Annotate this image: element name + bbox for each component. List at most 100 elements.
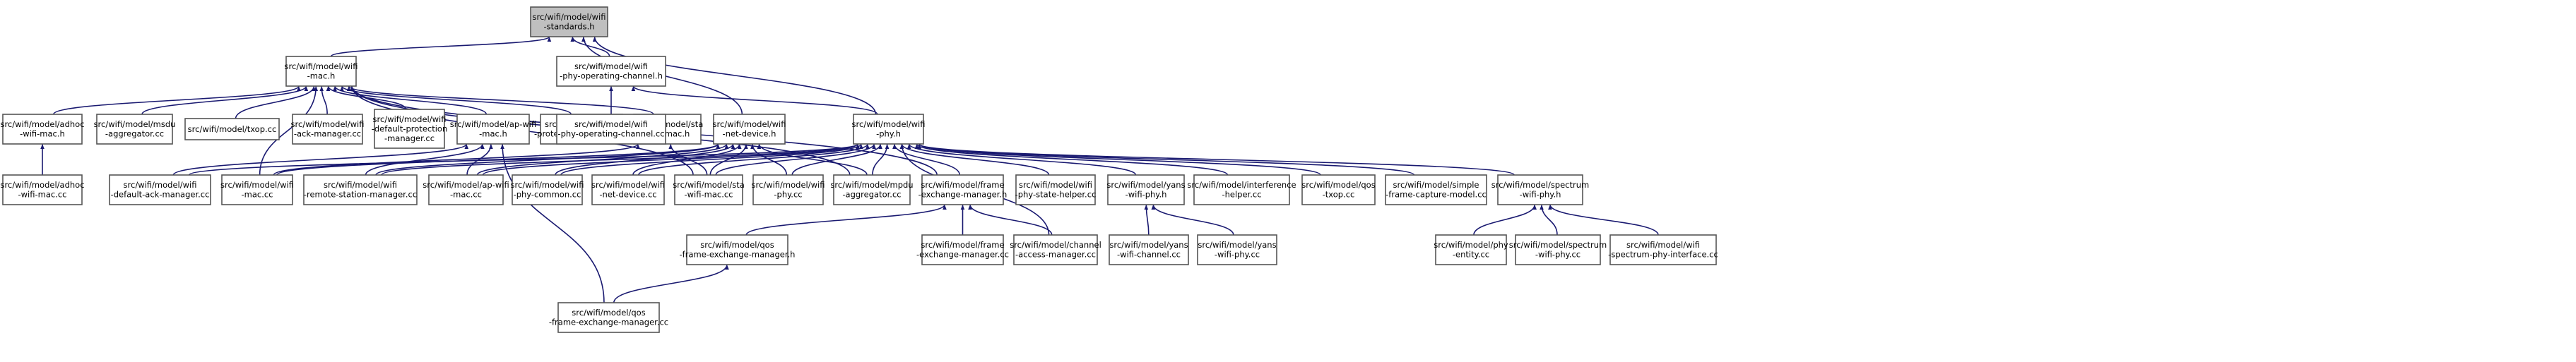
node-qos-fem-cc[interactable]: src/wifi/model/qos-frame-exchange-manage… — [549, 302, 668, 333]
node-standards[interactable]: src/wifi/model/wifi-standards.h — [530, 6, 608, 37]
node-box — [512, 174, 583, 205]
node-box — [1435, 234, 1507, 265]
node-label: -phy-common.cc — [514, 190, 581, 200]
node-label: -exchange-manager.h — [918, 190, 1008, 200]
node-sta-mac-cc[interactable]: src/wifi/model/sta-wifi-mac.cc — [673, 174, 745, 205]
edge-sta-mac-cc-to-phy-h — [715, 143, 876, 176]
node-label: src/wifi/model/wifi — [852, 119, 926, 129]
node-fem-cc[interactable]: src/wifi/model/frame-exchange-manager.cc — [916, 234, 1009, 265]
node-label: -net-device.h — [723, 129, 776, 139]
edge-mpdu-agg-to-net-dev-h — [757, 143, 868, 176]
node-interf[interactable]: src/wifi/model/interference-helper.cc — [1187, 174, 1296, 205]
node-label: src/wifi/model/simple — [1393, 180, 1479, 190]
node-yans-phy-h[interactable]: src/wifi/model/yans-wifi-phy.h — [1106, 174, 1186, 205]
node-txop-cc[interactable]: src/wifi/model/txop.cc — [184, 118, 280, 140]
node-label: -wifi-channel.cc — [1117, 250, 1181, 260]
edge-spec-phy-h-to-phy-h — [917, 143, 1515, 176]
node-box — [2, 114, 83, 145]
node-label: src/wifi/model/channel — [1010, 240, 1101, 250]
node-adhoc-mac-cc[interactable]: src/wifi/model/adhoc-wifi-mac.cc — [0, 174, 85, 205]
node-label: -ack-manager.cc — [294, 129, 361, 139]
node-box — [184, 118, 280, 140]
node-label: src/wifi/model/frame — [921, 180, 1004, 190]
edge-phy-cc-to-phy-h — [791, 143, 882, 176]
node-label: -phy.h — [876, 129, 901, 139]
edge-ch-access-to-fem-h — [968, 204, 1053, 236]
node-label: -mac.h — [479, 129, 507, 139]
node-mac-cc[interactable]: src/wifi/model/wifi-mac.cc — [220, 174, 294, 205]
edge-qos-fem-h-to-fem-h — [745, 204, 947, 236]
node-label: -wifi-phy.h — [1125, 190, 1167, 200]
edge-interf-to-phy-h — [914, 143, 1229, 176]
node-spec-phy-cc[interactable]: src/wifi/model/spectrum-wifi-phy.cc — [1509, 234, 1607, 265]
node-ap-mac-cc[interactable]: src/wifi/model/ap-wifi-mac.cc — [423, 174, 509, 205]
node-def-prot[interactable]: src/wifi/model/wifi-default-protection-m… — [372, 109, 448, 149]
node-label: -txop.cc — [1323, 190, 1355, 200]
node-box — [1301, 174, 1376, 205]
node-box — [752, 174, 824, 205]
node-ack-mgr[interactable]: src/wifi/model/wifi-ack-manager.cc — [291, 114, 365, 145]
node-label: -aggregator.cc — [105, 129, 164, 139]
edge-yans-phy-cc-to-yans-phy-h — [1151, 204, 1234, 236]
node-yans-ch[interactable]: src/wifi/model/yans-wifi-channel.cc — [1109, 234, 1189, 265]
node-label: -access-manager.cc — [1015, 250, 1096, 260]
node-label: src/wifi/model/wifi — [291, 119, 365, 129]
node-phy-common[interactable]: src/wifi/model/wifi-phy-common.cc — [511, 174, 584, 205]
edge-qos-fem-cc-to-qos-fem-h — [613, 264, 729, 303]
node-label: -mac.cc — [241, 190, 273, 200]
node-yans-phy-cc[interactable]: src/wifi/model/yans-wifi-phy.cc — [1197, 234, 1277, 265]
node-phy-h[interactable]: src/wifi/model/wifi-phy.h — [852, 114, 926, 145]
edge-ap-mac-cc-to-phy-h — [482, 143, 860, 176]
node-label: src/wifi/model/qos — [700, 240, 774, 250]
node-label: src/wifi/model/wifi — [574, 61, 648, 71]
edge-phy-entity-to-spec-phy-h — [1473, 204, 1537, 236]
node-label: src/wifi/model/wifi — [591, 180, 665, 190]
node-ap-mac-h[interactable]: src/wifi/model/ap-wifi-mac.h — [450, 114, 536, 145]
edge-txop-cc-to-mac-h — [235, 85, 317, 119]
node-ch-access[interactable]: src/wifi/model/channel-access-manager.cc — [1010, 234, 1101, 265]
node-label: src/wifi/model/yans — [1106, 180, 1185, 190]
node-mpdu-agg[interactable]: src/wifi/model/mpdu-aggregator.cc — [830, 174, 914, 205]
node-label: -frame-capture-model.cc — [1386, 190, 1487, 200]
node-adhoc-mac-h[interactable]: src/wifi/model/adhoc-wifi-mac.h — [0, 114, 85, 145]
node-mac-h[interactable]: src/wifi/model/wifi-mac.h — [285, 56, 358, 87]
node-box — [853, 114, 924, 145]
node-net-dev-h[interactable]: src/wifi/model/wifi-net-device.h — [713, 114, 786, 145]
node-phy-op-ch-cc[interactable]: src/wifi/model/wifi-phy-operating-channe… — [556, 114, 666, 145]
node-phy-cc[interactable]: src/wifi/model/wifi-phy.cc — [752, 174, 825, 205]
node-label: src/wifi/model/sta — [673, 180, 745, 190]
node-box — [1193, 174, 1290, 205]
edge-spec-phy-cc-to-spec-phy-h — [1540, 204, 1558, 236]
node-net-dev-cc[interactable]: src/wifi/model/wifi-net-device.cc — [591, 174, 665, 205]
node-qos-fem-h[interactable]: src/wifi/model/qos-frame-exchange-manage… — [680, 234, 796, 265]
node-label: src/wifi/model/qos — [572, 308, 645, 318]
node-rsm[interactable]: src/wifi/model/wifi-remote-station-manag… — [303, 174, 418, 205]
node-label: -spectrum-phy-interface.cc — [1608, 250, 1718, 260]
node-fem-h[interactable]: src/wifi/model/frame-exchange-manager.h — [918, 174, 1008, 205]
edge-ap-mac-cc-to-net-dev-h — [476, 143, 729, 176]
node-label: src/wifi/model/wifi — [373, 114, 447, 124]
node-label: -wifi-mac.cc — [18, 190, 66, 200]
node-label: -frame-exchange-manager.cc — [549, 318, 668, 327]
edge-def-ack-to-ap-mac-h — [172, 143, 468, 176]
node-phy-entity[interactable]: src/wifi/model/phy-entity.cc — [1434, 234, 1508, 265]
node-spec-iface[interactable]: src/wifi/model/wifi-spectrum-phy-interfa… — [1608, 234, 1718, 265]
node-label: src/wifi/model/spectrum — [1509, 240, 1607, 250]
node-box — [1109, 234, 1189, 265]
node-qos-txop[interactable]: src/wifi/model/qos-txop.cc — [1301, 174, 1376, 205]
edge-ack-mgr-to-mac-h — [319, 85, 328, 115]
node-def-ack[interactable]: src/wifi/model/wifi-default-ack-manager.… — [109, 174, 211, 205]
node-label: -wifi-mac.h — [20, 129, 65, 139]
node-box — [96, 114, 173, 145]
node-label: -mac.h — [307, 71, 336, 81]
edge-spec-iface-to-spec-phy-h — [1548, 204, 1659, 236]
node-label: -phy-state-helper.cc — [1015, 190, 1097, 200]
node-box — [713, 114, 786, 145]
node-spec-phy-h[interactable]: src/wifi/model/spectrum-wifi-phy.h — [1491, 174, 1589, 205]
node-phy-state[interactable]: src/wifi/model/wifi-phy-state-helper.cc — [1015, 174, 1097, 205]
node-phy-op-ch-h[interactable]: src/wifi/model/wifi-phy-operating-channe… — [556, 56, 666, 87]
node-msdu-agg[interactable]: src/wifi/model/msdu-aggregator.cc — [94, 114, 176, 145]
edge-rsm-to-phy-h — [381, 143, 860, 176]
node-simple-fc[interactable]: src/wifi/model/simple-frame-capture-mode… — [1385, 174, 1487, 205]
